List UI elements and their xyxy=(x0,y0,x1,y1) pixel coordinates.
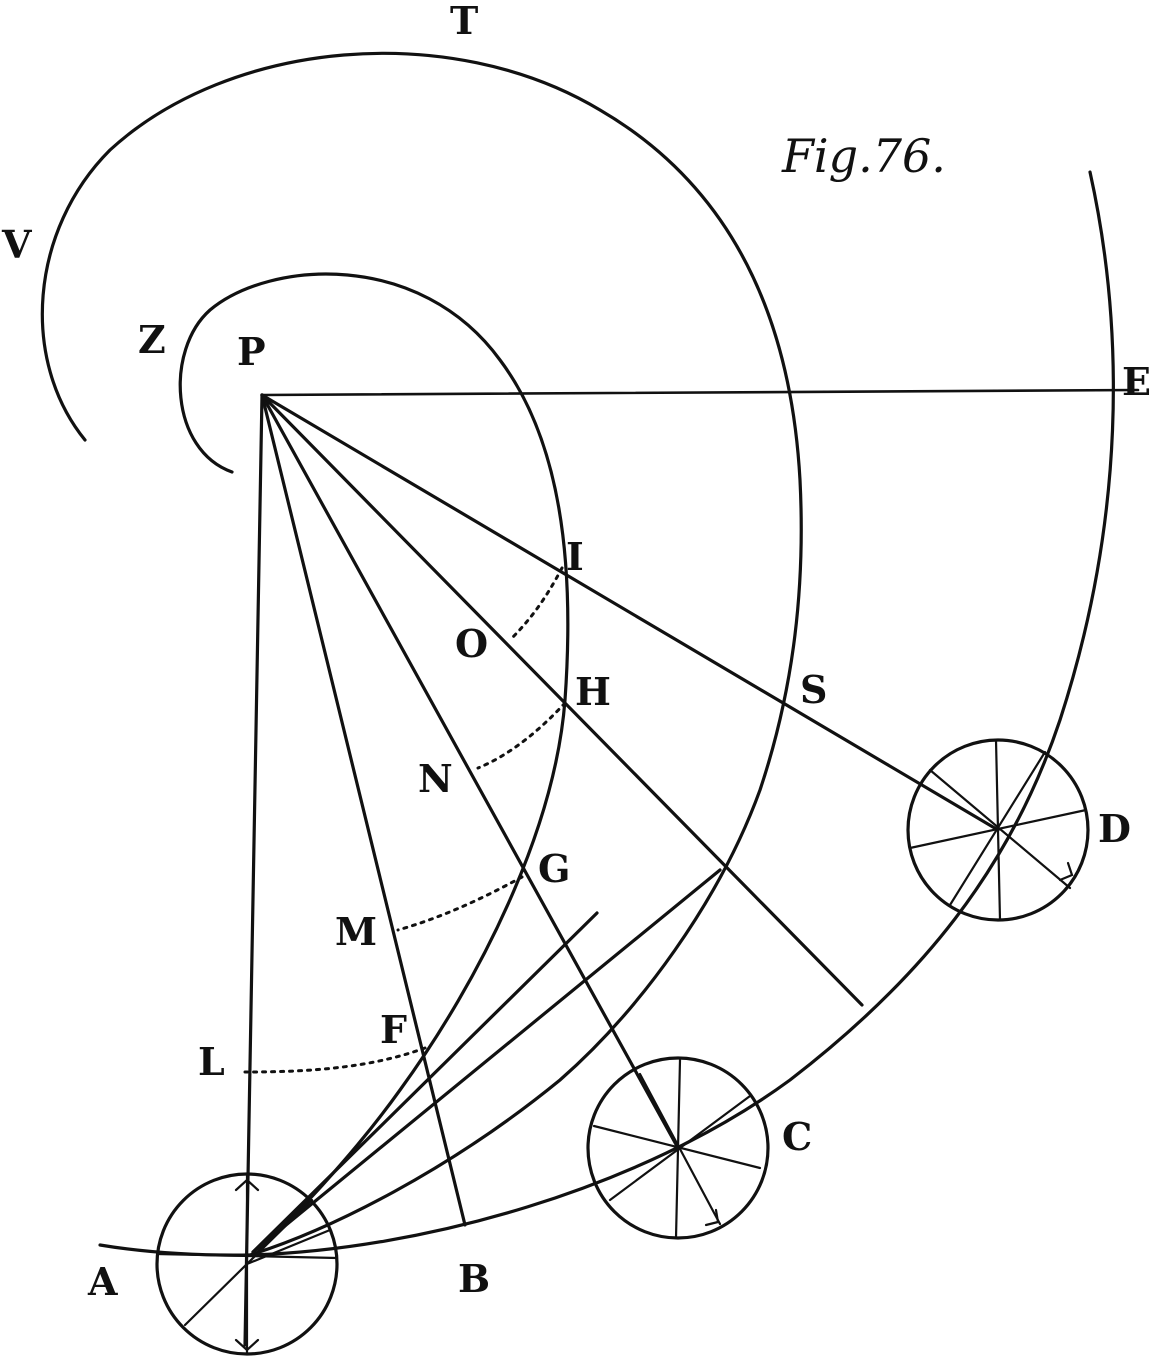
wheel-a xyxy=(155,1172,339,1356)
label-e: E xyxy=(1122,359,1151,404)
line-p-e xyxy=(260,388,1140,397)
label-d: D xyxy=(1098,806,1131,851)
label-g: G xyxy=(538,846,570,891)
line-a-lower xyxy=(251,868,722,1254)
line-p-c xyxy=(260,393,680,1150)
label-z: Z xyxy=(138,317,166,362)
label-s: S xyxy=(800,667,827,712)
line-p-h-diagonal xyxy=(260,393,864,1007)
label-h: H xyxy=(575,669,611,714)
line-p-d xyxy=(260,393,1000,832)
label-c: C xyxy=(782,1114,812,1159)
dotted-arc-g-m xyxy=(396,875,524,932)
wheel-c xyxy=(586,1056,770,1240)
label-o: O xyxy=(455,621,488,666)
label-f: F xyxy=(380,1007,407,1052)
dotted-arc-f-l xyxy=(243,1046,427,1074)
label-p: P xyxy=(237,329,266,374)
label-l: L xyxy=(198,1039,225,1084)
dotted-arc-h-n xyxy=(476,701,567,770)
label-m: M xyxy=(335,909,377,954)
line-a-upper xyxy=(251,911,599,1254)
label-v: V xyxy=(1,222,33,267)
line-p-f xyxy=(260,393,467,1227)
outer-spiral-curve xyxy=(40,51,803,1257)
label-a: A xyxy=(87,1259,118,1304)
inner-spiral-curve xyxy=(178,272,570,1254)
label-n: N xyxy=(418,756,453,801)
label-b: B xyxy=(458,1256,490,1301)
figure-caption: Fig.76. xyxy=(781,129,946,183)
dotted-arc-i-o xyxy=(508,566,564,642)
wheel-d xyxy=(906,738,1090,922)
label-t: T xyxy=(450,0,478,43)
label-i: I xyxy=(566,534,584,579)
